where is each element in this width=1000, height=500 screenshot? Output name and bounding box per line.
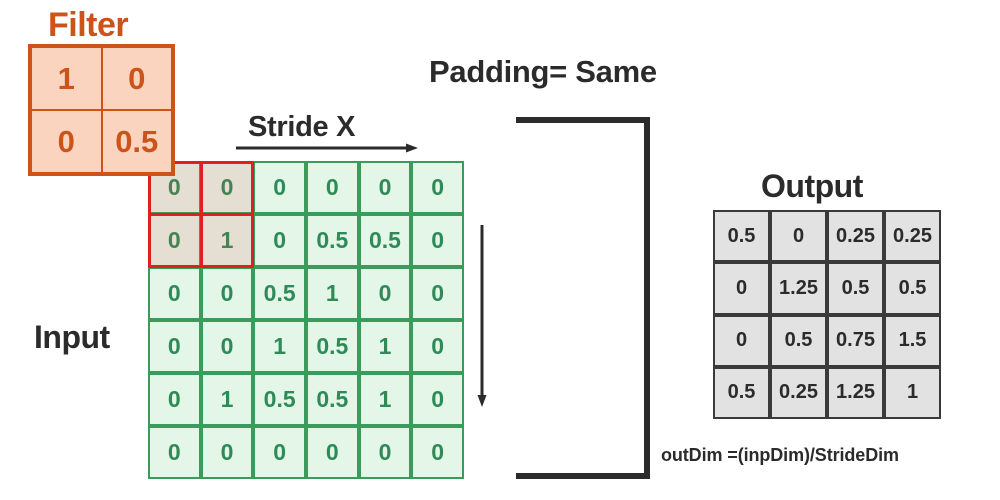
output-cell-0-0: 0.5 <box>713 210 770 263</box>
output-cell-3-3: 1 <box>884 366 941 419</box>
input-cell-3-5: 0 <box>411 320 464 373</box>
output-cell-1-3: 0.5 <box>884 262 941 315</box>
input-cell-2-2: 0.5 <box>253 267 306 320</box>
output-cell-2-3: 1.5 <box>884 314 941 367</box>
input-cell-2-3: 1 <box>306 267 359 320</box>
input-cell-5-4: 0 <box>358 426 412 479</box>
padding-label: Padding= Same <box>429 54 657 89</box>
input-cell-0-5: 0 <box>411 161 464 214</box>
input-cell-1-3: 0.5 <box>306 214 359 267</box>
stride-y-arrow-icon <box>477 225 487 407</box>
filter-cell-1-1: 0.5 <box>101 110 172 173</box>
output-cell-1-2: 0.5 <box>827 262 884 315</box>
input-cell-0-1: 0 <box>200 161 254 214</box>
output-title: Output <box>761 168 863 204</box>
input-cell-1-0: 0 <box>148 214 201 267</box>
input-cell-2-4: 0 <box>358 267 412 320</box>
input-title: Input <box>34 319 110 355</box>
input-cell-5-5: 0 <box>411 426 464 479</box>
input-cell-2-5: 0 <box>411 267 464 320</box>
input-cell-4-5: 0 <box>411 373 464 426</box>
input-cell-2-0: 0 <box>148 267 201 320</box>
input-cell-4-2: 0.5 <box>253 373 306 426</box>
input-cell-0-3: 0 <box>306 161 359 214</box>
output-dimension-formula: outDim =(inpDim)/StrideDim <box>661 445 899 465</box>
output-cell-0-3: 0.25 <box>884 210 941 263</box>
input-cell-3-0: 0 <box>148 320 201 373</box>
output-cell-3-0: 0.5 <box>713 366 770 419</box>
filter-cell-1-0: 0 <box>31 110 102 173</box>
input-cell-5-2: 0 <box>253 426 306 479</box>
input-cell-3-1: 0 <box>200 320 254 373</box>
output-cell-0-1: 0 <box>770 210 827 263</box>
input-cell-3-4: 1 <box>358 320 412 373</box>
input-cell-1-5: 0 <box>411 214 464 267</box>
input-cell-0-2: 0 <box>253 161 306 214</box>
input-cell-1-2: 0 <box>253 214 306 267</box>
input-cell-1-1: 1 <box>200 214 254 267</box>
output-cell-2-1: 0.5 <box>770 314 827 367</box>
filter-cell-0-1: 0 <box>101 47 172 110</box>
input-cell-5-3: 0 <box>306 426 359 479</box>
grouping-bracket <box>516 117 650 479</box>
input-cell-0-4: 0 <box>358 161 412 214</box>
filter-title: Filter <box>48 6 129 44</box>
input-cell-1-4: 0.5 <box>358 214 412 267</box>
input-cell-2-1: 0 <box>200 267 254 320</box>
output-cell-0-2: 0.25 <box>827 210 884 263</box>
output-cell-3-1: 0.25 <box>770 366 827 419</box>
stride-x-arrow-icon <box>236 143 418 153</box>
input-cell-3-3: 0.5 <box>306 320 359 373</box>
input-cell-4-4: 1 <box>358 373 412 426</box>
filter-cell-0-0: 1 <box>31 47 102 110</box>
input-cell-5-0: 0 <box>148 426 201 479</box>
input-cell-4-0: 0 <box>148 373 201 426</box>
input-cell-5-1: 0 <box>200 426 254 479</box>
input-cell-3-2: 1 <box>253 320 306 373</box>
input-cell-4-1: 1 <box>200 373 254 426</box>
stride-x-label: Stride X <box>248 111 356 143</box>
output-cell-3-2: 1.25 <box>827 366 884 419</box>
input-cell-4-3: 0.5 <box>306 373 359 426</box>
output-cell-1-1: 1.25 <box>770 262 827 315</box>
output-cell-2-2: 0.75 <box>827 314 884 367</box>
output-cell-1-0: 0 <box>713 262 770 315</box>
output-cell-2-0: 0 <box>713 314 770 367</box>
